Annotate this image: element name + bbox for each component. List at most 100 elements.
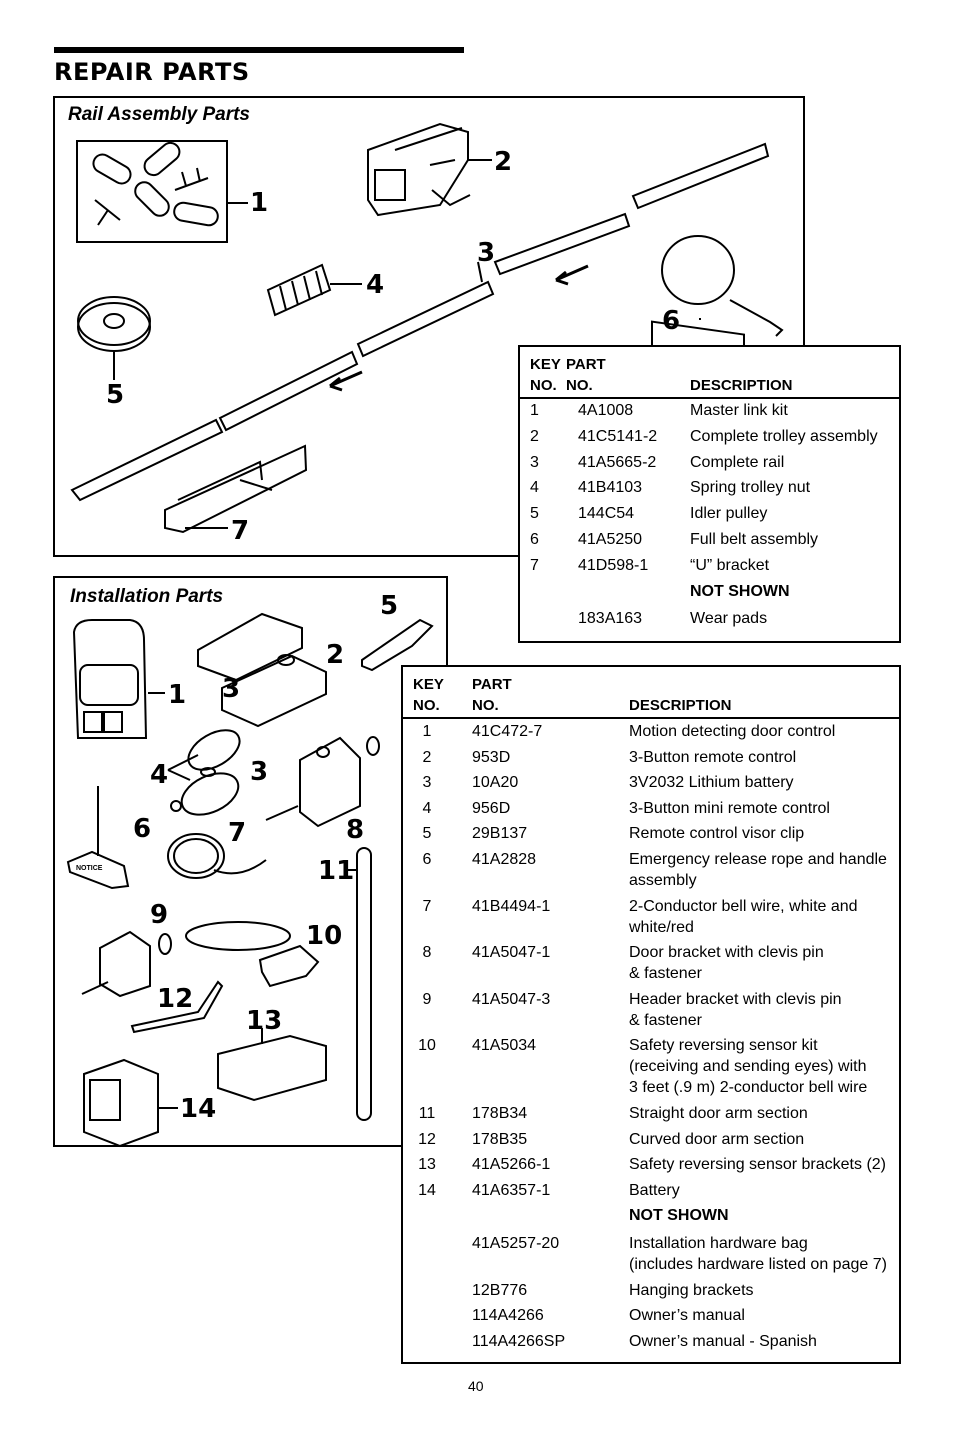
parts-row-description: Battery: [629, 1181, 680, 1199]
install-callout-9: 9: [150, 900, 169, 930]
install-callout-10: 10: [306, 921, 343, 951]
parts-row-part-number: 956D: [472, 799, 511, 817]
parts-row-key: 6: [422, 851, 432, 868]
not-shown-description: Hanging brackets: [629, 1281, 754, 1299]
parts-row-part-number: 41B4103: [578, 479, 643, 497]
parts-row-key: 5: [422, 825, 432, 843]
parts-row-key: 1: [530, 402, 539, 419]
parts-row-part-number: 41A2828: [472, 851, 537, 868]
parts-row-description: “U” bracket: [690, 556, 770, 574]
install-callout-6: 6: [133, 814, 152, 844]
install-callout-11: 11: [318, 856, 355, 886]
not-shown-description: Owner’s manual: [629, 1307, 745, 1325]
parts-row-part-number: 4A1008: [578, 402, 634, 419]
parts-row-description: 2-Conductor bell wire, white and white/r…: [629, 897, 858, 936]
parts-row-description: Remote control visor clip: [629, 825, 805, 843]
parts-row-key: 5: [530, 505, 539, 523]
parts-row-part-number: 41A5034: [472, 1037, 537, 1055]
rail-head-no: NO.: [530, 377, 557, 394]
rail-head-desc: DESCRIPTION: [690, 377, 793, 394]
rail-section-title: Rail Assembly Parts: [68, 104, 250, 125]
rail-callout-6: 6: [662, 306, 681, 336]
install-head-desc: DESCRIPTION: [629, 697, 732, 714]
parts-row-description: Motion detecting door control: [629, 723, 836, 740]
parts-row-part-number: 41A5250: [578, 531, 643, 548]
parts-row-part-number: 178B35: [472, 1130, 528, 1148]
install-callout-8: 8: [346, 815, 365, 845]
parts-row-key: 7: [530, 556, 539, 574]
not-shown-part-number: 183A163: [578, 610, 643, 628]
install-callout-2: 2: [326, 640, 345, 670]
parts-row-part-number: 41C472-7: [472, 723, 543, 740]
parts-row-description: Curved door arm section: [629, 1130, 805, 1148]
rail-head-part: PART: [566, 356, 606, 373]
parts-row-key: 14: [418, 1181, 436, 1199]
parts-row-description: 3V2032 Lithium battery: [629, 774, 794, 792]
parts-row-key: 10: [418, 1037, 436, 1055]
rail-callout-7: 7: [231, 516, 250, 546]
parts-row-key: 8: [422, 944, 432, 962]
install-callout-1: 1: [168, 680, 187, 710]
install-head-part: PART: [472, 676, 512, 693]
parts-row-key: 2: [530, 427, 539, 445]
parts-row-part-number: 144C54: [578, 505, 635, 523]
parts-row-key: 13: [418, 1156, 436, 1174]
not-shown-part-number: 41A5257-20: [472, 1235, 560, 1252]
not-shown-part-number: 114A4266: [472, 1307, 544, 1325]
install-callout-14: 14: [180, 1094, 217, 1124]
not-shown-part-number: 114A4266SP: [472, 1332, 566, 1350]
install-callout-4: 4: [150, 760, 169, 790]
parts-row-part-number: 41C5141-2: [578, 427, 658, 445]
install-callout-3a: 3: [222, 674, 241, 704]
install-callout-7: 7: [228, 818, 247, 848]
page-title: REPAIR PARTS: [54, 58, 250, 86]
title-rule: [54, 47, 464, 53]
parts-row-key: 2: [422, 748, 432, 766]
parts-row-key: 1: [422, 723, 432, 740]
parts-row-part-number: 953D: [472, 748, 511, 766]
parts-row-description: Straight door arm section: [629, 1105, 808, 1122]
parts-row-description: Idler pulley: [690, 505, 768, 523]
not-shown-part-number: 12B776: [472, 1281, 528, 1299]
parts-row-description: 3-Button remote control: [629, 748, 797, 766]
parts-row-part-number: 29B137: [472, 825, 528, 843]
parts-row-key: 6: [530, 531, 539, 548]
not-shown-description: Owner’s manual - Spanish: [629, 1332, 817, 1350]
rail-callout-5: 5: [106, 380, 125, 410]
rail-callout-2: 2: [494, 147, 513, 177]
parts-row-description: Spring trolley nut: [690, 479, 811, 497]
parts-row-description: Master link kit: [690, 402, 788, 419]
install-callout-12: 12: [157, 984, 194, 1014]
install-head-partno: NO.: [472, 697, 499, 714]
parts-row-key: 12: [418, 1130, 436, 1148]
not-shown-label: NOT SHOWN: [690, 582, 790, 600]
parts-row-key: 3: [422, 774, 432, 792]
installation-panel: [53, 576, 448, 1147]
rail-head-key: KEY: [530, 356, 561, 373]
parts-row-description: Complete rail: [690, 453, 785, 471]
not-shown-label: NOT SHOWN: [629, 1207, 729, 1225]
rail-parts-table-panel: [518, 345, 901, 643]
install-head-key: KEY: [413, 676, 444, 693]
rail-callout-4: 4: [366, 270, 385, 300]
install-parts-table-panel: [401, 665, 901, 1364]
parts-row-description: Door bracket with clevis pin & fastener: [629, 944, 824, 983]
install-callout-13: 13: [246, 1006, 283, 1036]
parts-row-key: 9: [422, 990, 432, 1008]
parts-row-part-number: 41A6357-1: [472, 1181, 551, 1199]
rail-head-partno: NO.: [566, 377, 593, 394]
parts-row-key: 11: [418, 1105, 436, 1122]
page-number: 40: [468, 1378, 484, 1394]
install-callout-5: 5: [380, 591, 399, 621]
not-shown-description: Installation hardware bag (includes hard…: [629, 1235, 887, 1273]
parts-row-part-number: 10A20: [472, 774, 519, 792]
parts-row-key: 4: [530, 479, 539, 497]
parts-row-description: Full belt assembly: [690, 531, 819, 548]
parts-row-part-number: 41D598-1: [578, 556, 649, 574]
rail-callout-1: 1: [250, 188, 269, 218]
rail-callout-3: 3: [477, 238, 496, 268]
parts-row-part-number: 41A5665-2: [578, 453, 657, 471]
parts-row-description: 3-Button mini remote control: [629, 799, 830, 817]
parts-row-description: Header bracket with clevis pin & fastene…: [629, 990, 842, 1029]
